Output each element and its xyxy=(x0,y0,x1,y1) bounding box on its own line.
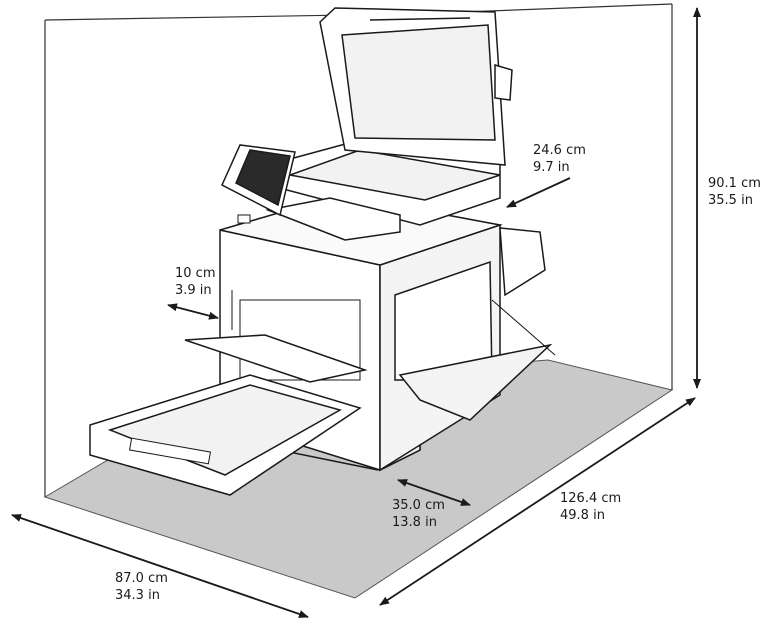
rear-clearance-metric: 24.6 cm xyxy=(533,143,586,158)
height-metric: 90.1 cm xyxy=(708,176,761,191)
depth-metric: 126.4 cm xyxy=(560,491,622,506)
front-clearance-metric: 35.0 cm xyxy=(392,498,445,513)
height-imperial: 35.5 in xyxy=(708,193,753,208)
left-clearance-imperial: 3.9 in xyxy=(175,283,212,298)
height-label: 90.1 cm 35.5 in xyxy=(708,175,761,209)
left-clearance-label: 10 cm 3.9 in xyxy=(175,265,216,299)
control-panel xyxy=(221,144,296,224)
bypass-tray xyxy=(184,334,368,383)
width-imperial: 34.3 in xyxy=(115,588,160,603)
width-label: 87.0 cm 34.3 in xyxy=(115,570,168,604)
rear-clearance-imperial: 9.7 in xyxy=(533,160,570,175)
front-clearance-label: 35.0 cm 13.8 in xyxy=(392,497,445,531)
left-clearance-arrow xyxy=(167,303,219,320)
scanner-unit xyxy=(265,139,501,241)
paper-tray xyxy=(89,374,362,496)
width-arrow xyxy=(11,514,309,618)
dimension-arrows xyxy=(11,6,701,618)
front-clearance-imperial: 13.8 in xyxy=(392,515,437,530)
rear-clearance-arrow xyxy=(506,177,571,208)
left-clearance-metric: 10 cm xyxy=(175,266,216,281)
width-metric: 87.0 cm xyxy=(115,571,168,586)
scanner-lid xyxy=(319,7,513,166)
depth-imperial: 49.8 in xyxy=(560,508,605,523)
rear-clearance-label: 24.6 cm 9.7 in xyxy=(533,142,586,176)
depth-label: 126.4 cm 49.8 in xyxy=(560,490,621,524)
depth-arrow xyxy=(379,397,696,606)
